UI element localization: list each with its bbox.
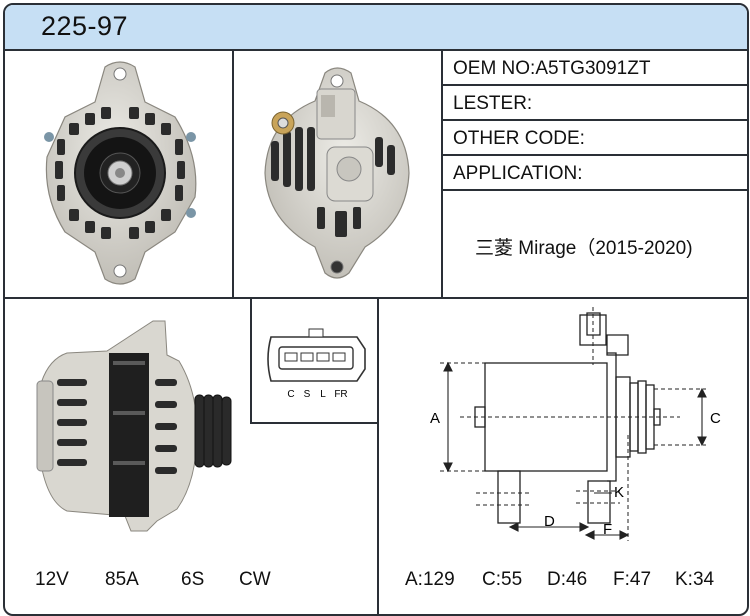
application-label: APPLICATION: [453, 163, 583, 184]
product-card: 225-97 OEM NO:A5TG3091ZT LESTER: OTHER C… [3, 3, 749, 616]
part-number: 225-97 [41, 11, 129, 41]
dimension-f-value: F:47 [613, 569, 652, 590]
divider [442, 84, 747, 86]
spec-voltage: 12V [35, 569, 69, 590]
connector-pin-label: S [304, 389, 311, 400]
connector-pin-label: FR [334, 389, 347, 400]
application-value: 三菱 Mirage（2015-2020) [475, 238, 693, 259]
alternator-front-image [44, 61, 197, 285]
lester-label: LESTER: [453, 93, 533, 114]
divider [250, 298, 252, 423]
dimension-c-value: C:55 [482, 569, 523, 590]
divider [5, 297, 747, 299]
divider [442, 154, 747, 156]
dimension-label-f: F [603, 521, 612, 538]
divider [250, 422, 378, 424]
divider [441, 49, 443, 298]
divider [442, 119, 747, 121]
connector-pin-label: C [287, 389, 294, 400]
dimension-a-value: A:129 [405, 569, 455, 590]
dimension-d-value: D:46 [547, 569, 588, 590]
dimension-label-c: C [710, 410, 721, 427]
dimension-label-k: K [614, 484, 624, 501]
other-code-label: OTHER CODE: [453, 128, 585, 149]
divider [377, 298, 379, 614]
alternator-rear-image [264, 67, 410, 279]
dimension-k-value: K:34 [675, 569, 715, 590]
spec-groove: 6S [181, 569, 205, 590]
spec-amperage: 85A [105, 569, 139, 590]
dimension-label-a: A [430, 410, 440, 427]
connector-pin-label: L [320, 389, 326, 400]
divider [442, 189, 747, 191]
dimension-drawing: A C D F K [430, 307, 721, 541]
divider [232, 49, 234, 298]
dimension-label-d: D [544, 513, 555, 530]
spec-rotation: CW [239, 569, 271, 590]
alternator-side-image [36, 320, 232, 532]
connector-diagram: C S L FR [267, 328, 366, 400]
oem-number: OEM NO:A5TG3091ZT [453, 58, 651, 79]
header-bar: 225-97 [5, 5, 747, 51]
